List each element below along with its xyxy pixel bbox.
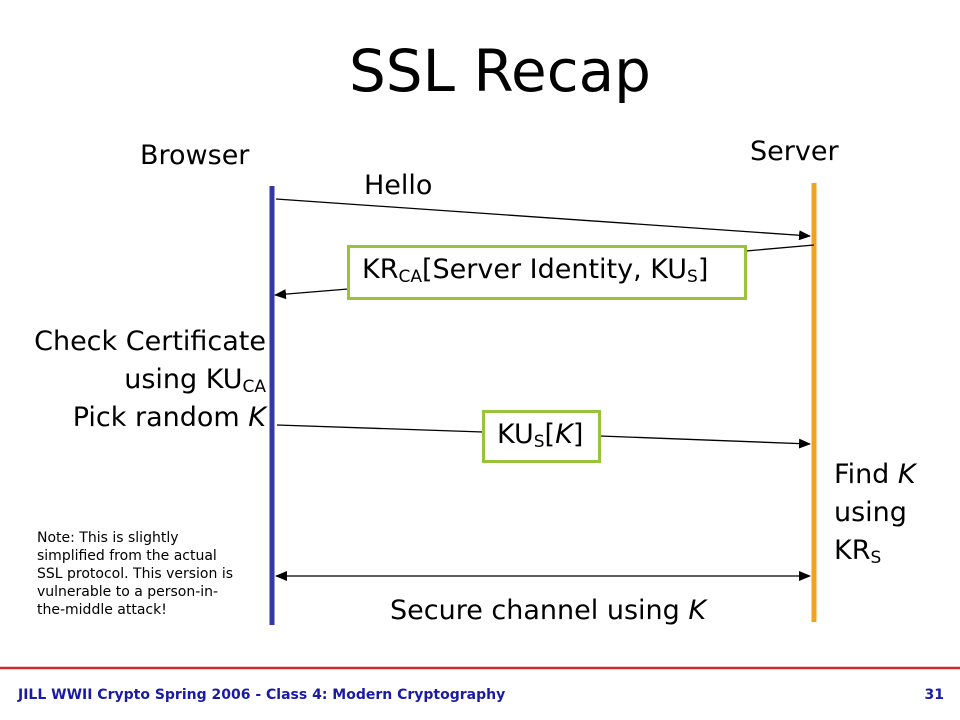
certificate-box: KRCA[Server Identity, KUS] — [347, 245, 747, 300]
step-using-ku-text: using KU — [124, 364, 243, 395]
step-check-certificate: Check Certificate — [34, 326, 266, 357]
key-text-ku: KU — [497, 419, 534, 450]
hello-arrow — [275, 198, 811, 241]
cert-text-body: [Server Identity, KU — [421, 254, 688, 285]
browser-steps: Check Certificate using KUCA Pick random… — [34, 323, 266, 437]
hello-label: Hello — [364, 170, 433, 201]
page-number: 31 — [924, 687, 944, 703]
step-using: using — [834, 497, 907, 528]
step-subscript-s: S — [870, 548, 882, 568]
step-find-var-k: K — [897, 459, 916, 490]
step-find-text: Find — [834, 459, 898, 490]
cert-subscript-ca: CA — [398, 267, 422, 287]
session-key-arrow — [599, 435, 811, 449]
step-pick-random-k: Pick random K — [34, 399, 266, 437]
footer-text: JILL WWII Crypto Spring 2006 - Class 4: … — [18, 687, 506, 703]
key-bracket-close: ] — [572, 419, 584, 450]
session-key-box: KUS[K] — [482, 410, 601, 463]
step-find-k: Find K — [834, 456, 916, 494]
step-kr-s: KRS — [834, 532, 916, 570]
step-using-ku-ca: using KUCA — [34, 361, 266, 399]
step-var-k: K — [248, 402, 266, 433]
key-bracket-open: [ — [544, 419, 556, 450]
cert-text-kr: KR — [362, 254, 399, 285]
step-kr-text: KR — [834, 535, 871, 566]
slide-title: SSL Recap — [348, 37, 651, 105]
secure-channel-label: Secure channel using K — [390, 595, 706, 627]
key-subscript-s: S — [533, 432, 545, 452]
secure-channel-text: Secure channel using — [390, 595, 689, 626]
cert-subscript-s: S — [687, 267, 698, 287]
protocol-note: Note: This is slightly simplified from t… — [37, 530, 233, 618]
session-key-arrow-left-segment — [276, 424, 484, 433]
secure-channel-var-k: K — [688, 595, 707, 626]
cert-text-close: ] — [697, 254, 709, 285]
server-label: Server — [750, 136, 839, 167]
certificate-arrow — [274, 288, 349, 300]
server-steps: Find K using KRS — [834, 456, 916, 570]
step-pick-random-text: Pick random — [72, 402, 249, 433]
browser-label: Browser — [140, 140, 250, 171]
certificate-arrow-right-segment — [745, 244, 815, 252]
step-subscript-ca: CA — [242, 377, 267, 397]
key-var-k: K — [555, 419, 573, 450]
